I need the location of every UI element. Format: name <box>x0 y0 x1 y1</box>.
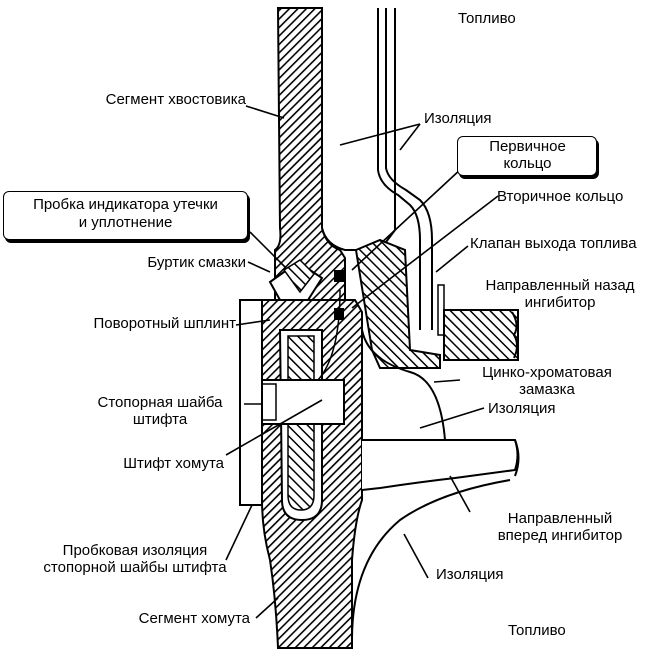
primary-ring-box <box>457 136 597 176</box>
zinc-putty-shape <box>361 329 515 441</box>
label-leak-plug-2: и уплотнение <box>78 214 173 231</box>
label-pivot-pin: Поворотный шплинт <box>93 315 236 332</box>
label-pin-washer-1: Стопорная шайба <box>97 394 223 411</box>
label-zinc-putty-2: замазка <box>519 381 575 398</box>
label-zinc-putty-1: Цинко-хроматовая <box>482 364 612 381</box>
aft-inhibitor-slab <box>443 309 519 361</box>
label-primary-ring-1: Первичное <box>489 138 566 155</box>
label-insulation-mid: Изоляция <box>488 400 556 417</box>
label-leak-plug-1: Пробка индикатора утечки <box>33 196 218 213</box>
fuel-valve-bracket <box>354 238 441 369</box>
label-clevis-segment: Сегмент хомута <box>138 610 250 627</box>
label-fwd-inhibitor-1: Направленный <box>507 510 613 527</box>
label-secondary-ring: Вторичное кольцо <box>497 188 624 205</box>
leader-lines <box>225 105 499 619</box>
insulation-wave-line-2 <box>385 8 433 330</box>
label-primary-ring-2: кольцо <box>503 155 552 172</box>
label-back-inhibitor-1: Направленный назад <box>485 277 635 294</box>
primary-oring <box>334 270 344 282</box>
leak-check-plug-shape <box>268 259 324 301</box>
label-pin-washer-2: штифта <box>132 411 188 428</box>
label-fwd-inhibitor-2: вперед ингибитор <box>497 527 623 544</box>
label-insulation-top: Изоляция <box>424 110 492 127</box>
upper-insulation-outline <box>321 8 396 251</box>
leak-plug-box <box>3 191 248 240</box>
insulation-wave-line-1 <box>377 8 421 330</box>
cork-insulation-strip <box>239 299 263 506</box>
label-shank-segment: Сегмент хвостовика <box>105 91 246 108</box>
lower-insulation-curve <box>351 479 511 641</box>
label-fuel-bottom: Топливо <box>508 622 566 639</box>
label-cork-insulation-1: Пробковая изоляция <box>62 542 208 559</box>
label-grease-bead: Буртик смазки <box>147 254 246 271</box>
pin-head <box>261 383 277 421</box>
label-cork-insulation-2: стопорной шайбы штифта <box>43 559 227 576</box>
label-fuel-top: Топливо <box>458 10 516 27</box>
label-clevis-pin: Штифт хомута <box>123 455 224 472</box>
label-fuel-valve: Клапан выхода топлива <box>470 235 637 252</box>
label-back-inhibitor-2: ингибитор <box>524 294 596 311</box>
label-insulation-low: Изоляция <box>436 566 504 583</box>
